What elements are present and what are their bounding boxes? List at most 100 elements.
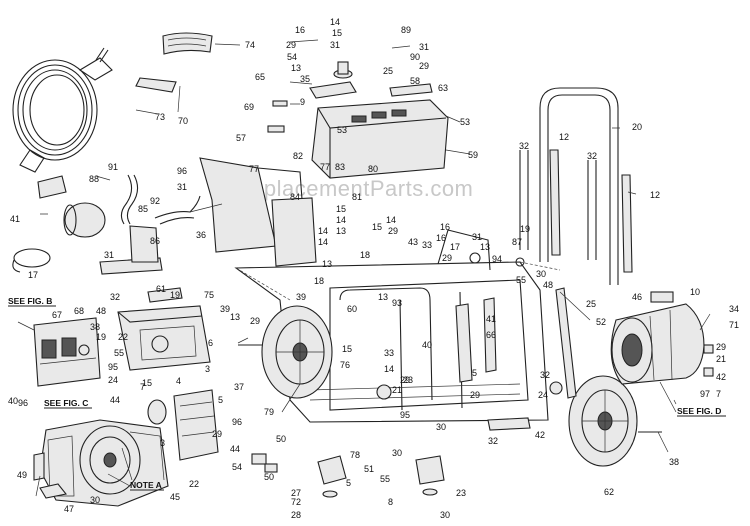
part-label: 20 [632, 122, 642, 132]
part-label: 70 [178, 116, 188, 126]
part-label: 15 [142, 378, 152, 388]
part-label: 53 [460, 117, 470, 127]
part-label: 87 [512, 237, 522, 247]
wheel-left [261, 305, 333, 399]
extension-cord [12, 47, 177, 173]
part-label: 29 [250, 316, 260, 326]
part-label: 96 [232, 417, 242, 427]
part-label: 19 [520, 224, 530, 234]
part-label: 66 [486, 330, 496, 340]
part-label: 41 [10, 214, 20, 224]
air-cleaner [147, 389, 219, 461]
part-label: 45 [170, 492, 180, 502]
part-label: 15 [372, 222, 382, 232]
part-label: 30 [436, 422, 446, 432]
axle-pins [238, 344, 662, 433]
part-label: 59 [468, 150, 478, 160]
part-label: 53 [337, 125, 347, 135]
part-label: 7 [140, 382, 145, 392]
part-label: 52 [596, 317, 606, 327]
muffler-box [117, 305, 211, 371]
part-label: 15 [332, 28, 342, 38]
strap-part [162, 32, 213, 55]
part-label: 19 [96, 332, 106, 342]
engine [33, 419, 169, 507]
part-label: 68 [74, 306, 84, 316]
part-label: 8 [388, 497, 393, 507]
part-label: 16 [440, 222, 450, 232]
part-label: 55 [516, 275, 526, 285]
part-label: 29 [388, 226, 398, 236]
part-label: 37 [234, 382, 244, 392]
part-label: 65 [255, 72, 265, 82]
part-label: 14 [384, 364, 394, 374]
part-label: 44 [110, 395, 120, 405]
part-label: 33 [422, 240, 432, 250]
part-label: 93 [392, 298, 402, 308]
part-label: 29 [212, 429, 222, 439]
part-label: 13 [322, 259, 332, 269]
part-label: 48 [543, 280, 553, 290]
part-label: 14 [336, 215, 346, 225]
part-label: 40 [422, 340, 432, 350]
part-label: 5 [346, 478, 351, 488]
part-label: 32 [488, 436, 498, 446]
part-label: 28 [291, 510, 301, 520]
part-label: 35 [300, 74, 310, 84]
part-label: 14 [318, 226, 328, 236]
part-label: 58 [410, 76, 420, 86]
part-label: 61 [156, 284, 166, 294]
part-label: 23 [456, 488, 466, 498]
part-label: 21 [716, 354, 726, 364]
part-label: 47 [64, 504, 74, 514]
part-label: 82 [293, 151, 303, 161]
part-label: 30 [440, 510, 450, 520]
part-label: 49 [17, 470, 27, 480]
part-label: 19 [170, 290, 180, 300]
control-box [33, 317, 101, 387]
part-label: 39 [220, 304, 230, 314]
part-label: 31 [104, 250, 114, 260]
part-label: 50 [276, 434, 286, 444]
part-label: 4 [176, 376, 181, 386]
part-label: 21 [392, 385, 402, 395]
brackets [99, 225, 183, 303]
part-label: 30 [392, 448, 402, 458]
see-fig-b-callout: SEE FIG. B [8, 296, 52, 306]
part-label: 32 [540, 370, 550, 380]
part-label: 84 [290, 192, 300, 202]
note-a-callout: NOTE A [130, 480, 162, 490]
part-label: 81 [352, 192, 362, 202]
part-label: 22 [189, 479, 199, 489]
part-label: 29 [442, 253, 452, 263]
leader-lines [17, 39, 711, 497]
part-label: 14 [386, 215, 396, 225]
part-label: 44 [230, 444, 240, 454]
part-label: 10 [690, 287, 700, 297]
part-label: 17 [28, 270, 38, 280]
part-label: 42 [535, 430, 545, 440]
part-label: 43 [408, 237, 418, 247]
part-label: 80 [368, 164, 378, 174]
part-label: 31 [330, 40, 340, 50]
fuel-filter [37, 175, 106, 238]
part-label: 76 [340, 360, 350, 370]
part-label: 16 [436, 233, 446, 243]
part-label: 94 [492, 254, 502, 264]
part-label: 30 [536, 269, 546, 279]
part-label: 32 [110, 292, 120, 302]
part-label: 73 [155, 112, 165, 122]
part-label: 50 [264, 472, 274, 482]
part-label: 38 [90, 322, 100, 332]
part-label: 34 [729, 304, 739, 314]
part-label: 7 [716, 389, 721, 399]
part-label: 12 [650, 190, 660, 200]
part-label: 5 [218, 395, 223, 405]
part-label: 29 [400, 375, 410, 385]
part-label: 77 [320, 162, 330, 172]
fuel-tank [267, 61, 449, 179]
part-label: 31 [419, 42, 429, 52]
part-label: 57 [236, 133, 246, 143]
